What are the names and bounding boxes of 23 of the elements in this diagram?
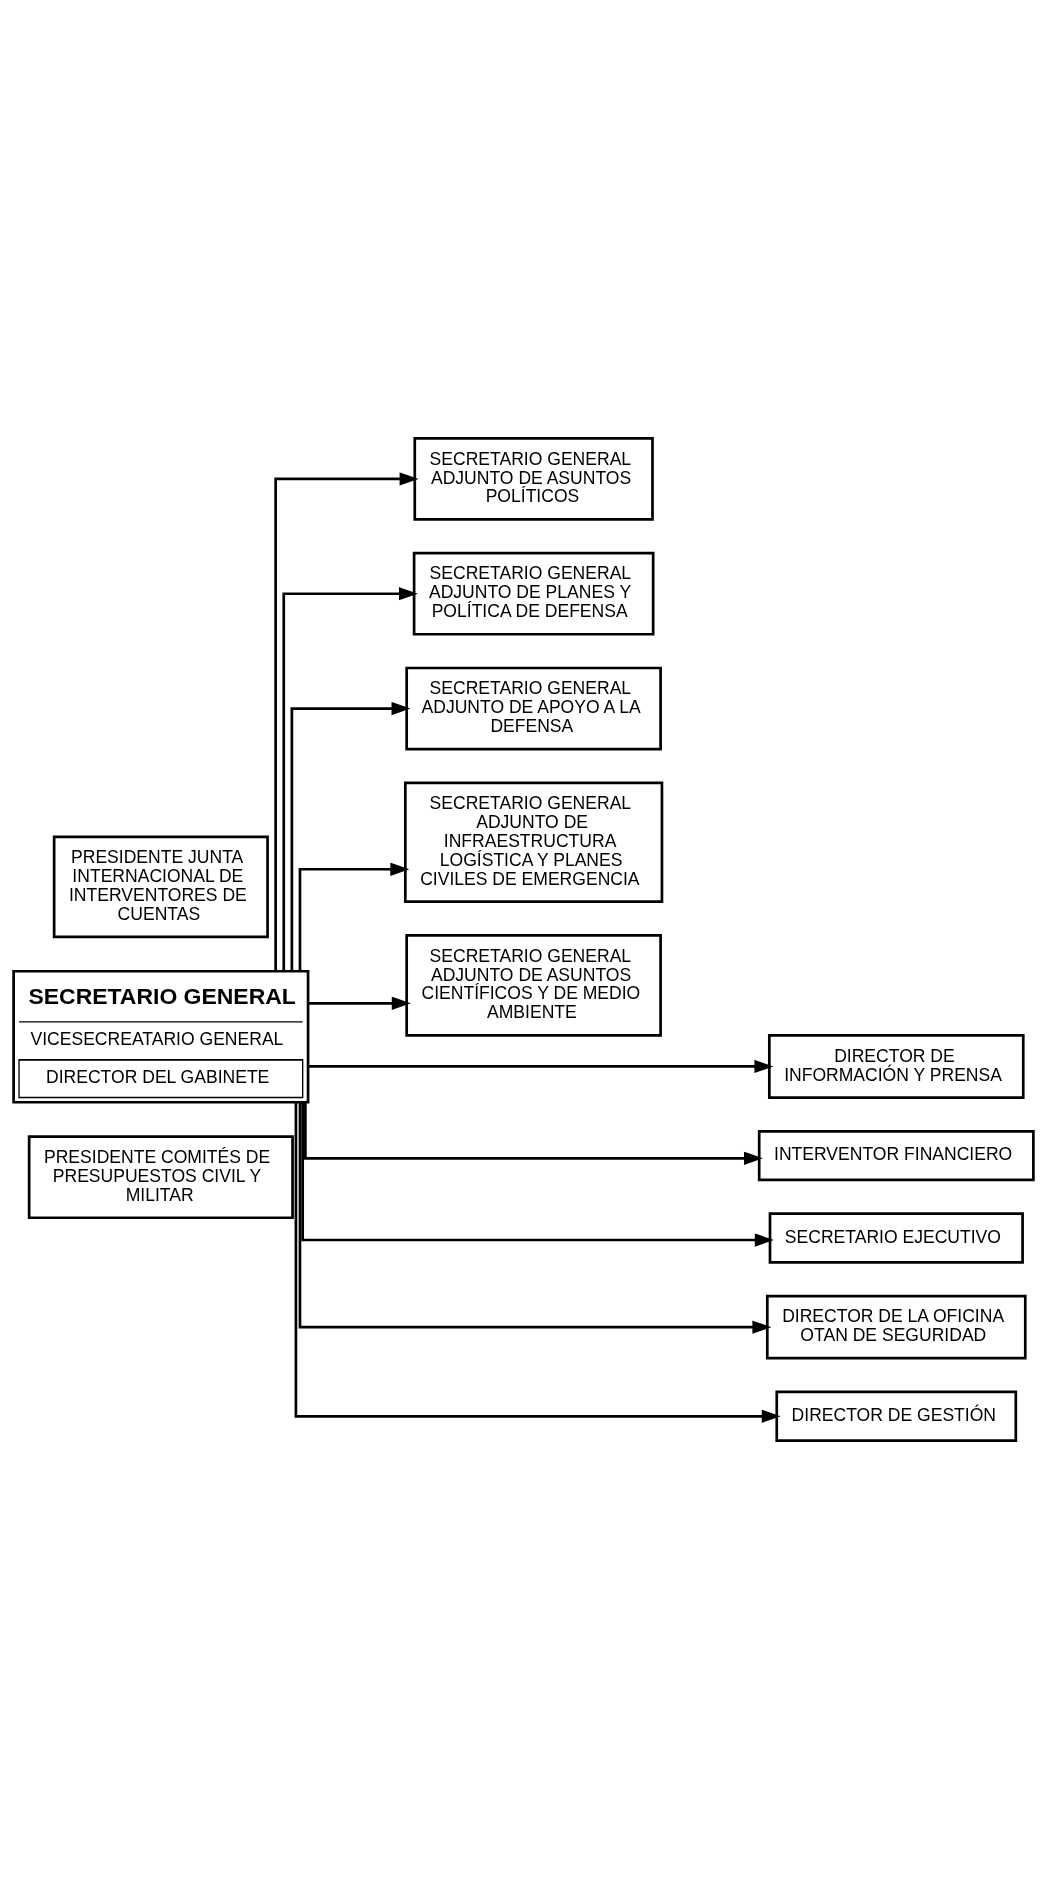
node-box: SECRETARIO GENERAL VICESECREATARIO GENERAL DIRECTOR DEL GABINETE — [12, 969, 310, 1104]
node-box: SECRETARIO GENERAL ADJUNTO DE APOYO A LA DEFENSA — [405, 666, 662, 751]
node-box: INTERVENTOR FINANCIERO — [757, 1129, 1035, 1182]
node-box: PRESIDENTE JUNTA INTERNACIONAL DE INTERVENTORES DE CUENTAS — [52, 835, 269, 939]
arrow — [294, 1102, 781, 1423]
node-box: SECRETARIO GENERAL ADJUNTO DE ASUNTOS CIENTÍFICOS Y DE MEDIO AMBIENTE — [405, 934, 662, 1037]
arrow — [298, 1102, 772, 1334]
arrow — [274, 472, 419, 972]
arrow — [308, 1059, 774, 1074]
arrow — [282, 587, 418, 971]
node-box: SECRETARIO GENERAL ADJUNTO DE PLANES Y POLÍTICA DE DEFENSA — [412, 551, 655, 636]
node-box: SECRETARIO GENERAL ADJUNTO DE ASUNTOS POLÍTICOS — [413, 437, 654, 521]
arrow — [301, 1102, 774, 1247]
arrow — [308, 996, 411, 1010]
node-box: PRESIDENTE COMITÉS DE PRESUPUESTOS CIVIL Y MILITAR — [27, 1135, 294, 1220]
arrow — [298, 862, 410, 972]
node-box: DIRECTOR DE LA OFICINA OTAN DE SEGURIDAD — [765, 1294, 1027, 1360]
node-box: DIRECTOR DE INFORMACIÓN Y PRENSA — [767, 1034, 1025, 1099]
arrow — [290, 701, 411, 972]
arrow — [304, 1102, 763, 1165]
node-box: SECRETARIO GENERAL ADJUNTO DE INFRAESTRUCTURA LOGÍSTICA Y PLANES CIVILES DE EMERGENCIA — [403, 781, 664, 904]
node-box: SECRETARIO EJECUTIVO — [768, 1212, 1024, 1264]
node-box: DIRECTOR DE GESTIÓN — [775, 1390, 1018, 1442]
